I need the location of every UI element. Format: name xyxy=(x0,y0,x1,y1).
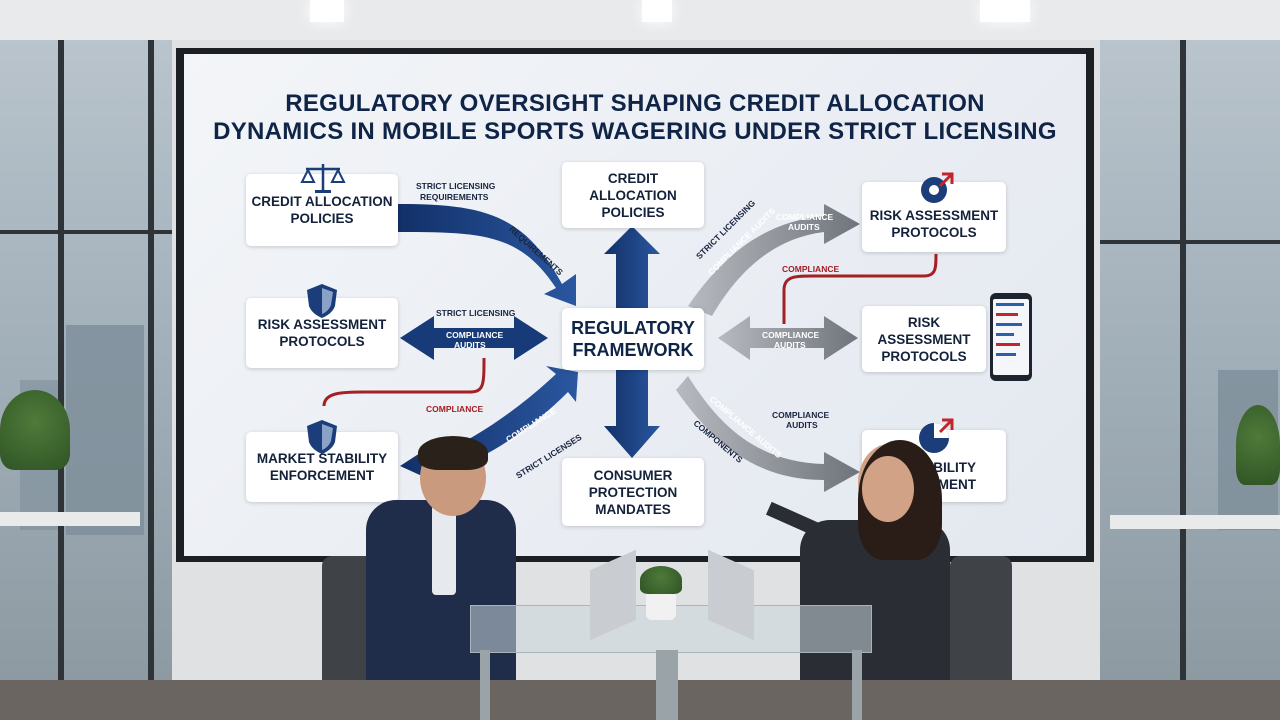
label-audits-right-mid: AUDITS xyxy=(774,340,806,350)
window-frame xyxy=(1180,40,1186,680)
table-leg xyxy=(656,650,678,720)
label-strict-licensing-mid: STRICT LICENSING xyxy=(436,308,516,318)
window-frame xyxy=(58,40,64,680)
arrow-credit-to-framework xyxy=(398,204,576,306)
box-line: RISK xyxy=(907,314,941,330)
label-compliance-top: COMPLIANCE xyxy=(776,212,834,222)
compliance-red-line-right xyxy=(782,253,938,324)
box-credit-allocation-top: CREDIT ALLOCATION POLICIES xyxy=(562,162,704,228)
background-desk xyxy=(0,512,140,526)
label-compliance-lower: COMPLIANCE xyxy=(772,410,830,420)
label-compliance-right: COMPLIANCE xyxy=(782,264,840,274)
arrow-risk-right-bidirectional xyxy=(718,316,858,360)
infographic-title-line1: REGULATORY OVERSIGHT SHAPING CREDIT ALLO… xyxy=(285,90,985,117)
arrow-risk-bidirectional xyxy=(400,316,548,360)
arrow-framework-down xyxy=(604,370,660,458)
box-line: FRAMEWORK xyxy=(572,340,694,360)
potted-plant xyxy=(0,390,70,470)
window-frame xyxy=(148,40,154,680)
phone-icon xyxy=(990,293,1032,381)
box-consumer-protection: CONSUMER PROTECTION MANDATES xyxy=(562,458,704,526)
box-line: CREDIT ALLOCATION xyxy=(251,194,393,209)
arrow-framework-up xyxy=(604,226,660,308)
infographic-display: REGULATORY OVERSIGHT SHAPING CREDIT ALLO… xyxy=(184,54,1086,556)
label-audits-lower: AUDITS xyxy=(786,420,818,430)
label-compliance-right-mid: COMPLIANCE xyxy=(762,330,820,340)
box-line: POLICIES xyxy=(290,211,354,226)
box-line: RISK ASSESSMENT xyxy=(257,317,387,332)
arrow-framework-to-risk-top xyxy=(688,204,860,316)
left-window xyxy=(0,40,172,680)
window-frame xyxy=(0,230,172,234)
scales-icon xyxy=(300,164,346,193)
table-leg xyxy=(852,650,862,720)
man-hair xyxy=(418,436,488,470)
potted-plant xyxy=(1236,405,1280,485)
gear-icon xyxy=(921,172,954,203)
box-line: PROTOCOLS xyxy=(279,334,365,349)
box-line: POLICIES xyxy=(601,204,665,220)
infographic-title-line2: DYNAMICS IN MOBILE SPORTS WAGERING UNDER… xyxy=(213,118,1057,145)
ceiling xyxy=(0,0,1280,40)
label-audits-mid: AUDITS xyxy=(454,340,486,350)
box-line: MARKET STABILITY xyxy=(256,451,388,466)
box-line: CONSUMER xyxy=(593,467,673,483)
background-desk xyxy=(1110,515,1280,529)
shield-icon xyxy=(307,420,337,454)
compliance-red-line-left xyxy=(322,357,486,407)
phone-screen xyxy=(993,299,1029,375)
right-window xyxy=(1100,40,1280,680)
box-line: PROTOCOLS xyxy=(891,225,977,240)
label-compliance-left: COMPLIANCE xyxy=(426,404,484,414)
table-plant xyxy=(640,566,682,594)
ceiling-light xyxy=(980,0,1030,22)
ceiling-light xyxy=(310,0,344,22)
box-line: PROTOCOLS xyxy=(881,348,967,364)
box-line: ENFORCEMENT xyxy=(269,468,375,483)
window-frame xyxy=(1100,240,1280,244)
table-leg xyxy=(480,650,490,720)
box-line: MANDATES xyxy=(595,501,671,517)
floor xyxy=(0,680,1280,720)
box-risk-assessment-right-mid: RISK ASSESSMENT PROTOCOLS xyxy=(862,306,986,372)
box-line: ALLOCATION xyxy=(589,187,677,203)
label-audits-top: AUDITS xyxy=(788,222,820,232)
label-strict-licensing: STRICT LICENSING xyxy=(416,181,496,191)
box-line: CREDIT xyxy=(607,170,659,186)
arrow-framework-to-stability xyxy=(676,376,860,492)
ceiling-light xyxy=(642,0,672,22)
box-risk-assessment-right-top: RISK ASSESSMENT PROTOCOLS xyxy=(862,182,1006,252)
pie-chart-icon xyxy=(919,418,954,453)
label-requirements: REQUIREMENTS xyxy=(420,192,489,202)
box-line: PROTECTION xyxy=(588,484,678,500)
shield-icon xyxy=(307,284,337,318)
box-line: RISK ASSESSMENT xyxy=(869,208,999,223)
label-compliance-mid: COMPLIANCE xyxy=(446,330,504,340)
box-regulatory-framework: REGULATORY FRAMEWORK xyxy=(562,308,704,370)
box-line: REGULATORY xyxy=(571,318,695,338)
woman-face xyxy=(862,456,914,522)
shirt xyxy=(432,505,456,595)
box-line: ASSESSMENT xyxy=(877,331,971,347)
